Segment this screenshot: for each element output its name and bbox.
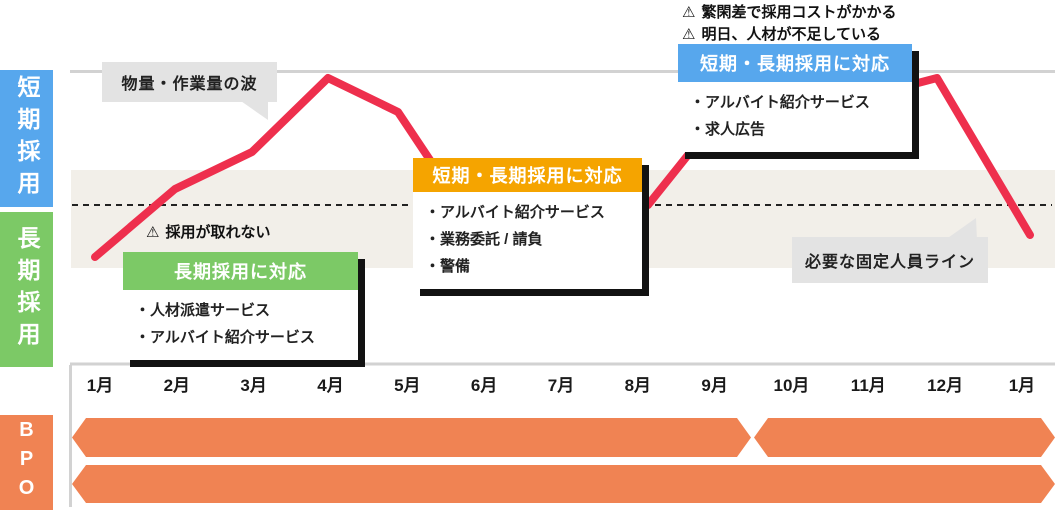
fixed-label-text: 必要な固定人員ライン [804, 254, 975, 271]
callout-header: 長期採用に対応 [123, 252, 358, 290]
bpo-bars-group [72, 418, 1055, 503]
callout-header: 短期・長期採用に対応 [413, 158, 642, 192]
warning-text: 採用が取れない [165, 224, 271, 241]
bpo-bar-segment [72, 418, 751, 457]
workload-wave-label: 物量・作業量の波 [102, 62, 277, 102]
callout-header: 短期・長期採用に対応 [678, 44, 912, 82]
callout-item: ・業務委託 / 請負 [425, 231, 543, 248]
callout-item: ・アルバイト紹介サービス [425, 204, 605, 221]
warning-icon: ⚠ [682, 4, 696, 21]
callout-item: ・人材派遣サービス [135, 302, 271, 319]
month-label: 6月 [470, 376, 498, 395]
callout-body: ・人材派遣サービス・アルバイト紹介サービス [123, 290, 358, 360]
month-label: 1月 [1008, 376, 1036, 395]
month-label: 5月 [394, 376, 421, 395]
fixed-personnel-line-label: 必要な固定人員ライン [792, 237, 988, 283]
callout-item: ・警備 [425, 258, 471, 275]
fixed-label-tail [945, 218, 977, 240]
month-label: 4月 [317, 376, 344, 395]
warning-icon: ⚠ [146, 224, 160, 241]
sidebar-item-bpo: BPO [0, 415, 53, 510]
sidebar-item-short-term-hiring: 短期採用 [0, 70, 53, 207]
warning-cannot-hire: ⚠ 採用が取れない [146, 222, 270, 244]
callout-item: ・アルバイト紹介サービス [135, 329, 315, 346]
short-term-label: 短期採用 [14, 74, 40, 203]
callout-body: ・アルバイト紹介サービス・業務委託 / 請負・警備 [413, 192, 642, 289]
warning-text: 繁閑差で採用コストがかかる [701, 4, 897, 21]
callout-item: ・求人広告 [690, 121, 766, 138]
bpo-bar-segment [72, 465, 1055, 503]
bpo-bar-segment [754, 418, 1055, 457]
callout-long-term-hiring: 長期採用に対応 ・人材派遣サービス・アルバイト紹介サービス [123, 252, 358, 360]
bpo-label: BPO [15, 419, 38, 506]
warning-icon: ⚠ [682, 26, 696, 43]
month-label: 10月 [773, 376, 810, 395]
callout-item: ・アルバイト紹介サービス [690, 94, 870, 111]
long-term-label: 長期採用 [14, 225, 40, 354]
callout-body: ・アルバイト紹介サービス・求人広告 [678, 82, 912, 152]
month-label: 9月 [701, 376, 728, 395]
wave-label-tail [238, 99, 268, 120]
month-label: 1月 [86, 376, 114, 395]
month-label: 7月 [547, 376, 575, 395]
warning-text: 明日、人材が不足している [701, 26, 882, 43]
callout-short-long-term-hiring-right: 短期・長期採用に対応 ・アルバイト紹介サービス・求人広告 [678, 44, 912, 152]
month-label: 12月 [927, 376, 964, 395]
callout-short-long-term-hiring-mid: 短期・長期採用に対応 ・アルバイト紹介サービス・業務委託 / 請負・警備 [413, 158, 642, 289]
wave-label-text: 物量・作業量の波 [121, 76, 258, 93]
month-label: 3月 [240, 376, 267, 395]
month-label: 11月 [850, 376, 886, 395]
warning-staff-shortage: ⚠ 明日、人材が不足している [682, 24, 881, 46]
sidebar-item-long-term-hiring: 長期採用 [0, 212, 53, 367]
warning-hiring-cost: ⚠ 繁閑差で採用コストがかかる [682, 2, 896, 24]
month-label: 2月 [163, 376, 191, 395]
month-axis: 1月 2月 3月 4月 5月 6月 7月 8月 9月 10月 11月 12月 1月 [0, 376, 1055, 396]
month-label: 8月 [624, 376, 652, 395]
